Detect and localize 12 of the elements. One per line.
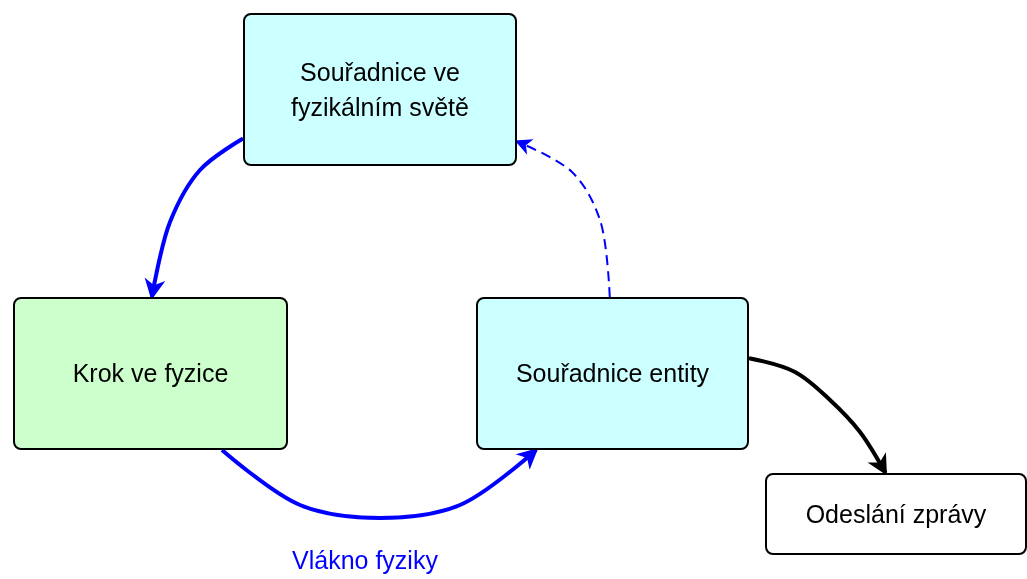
- box-label: Souřadnice entity: [515, 358, 710, 389]
- thread-label: Vlákno fyziky: [292, 546, 438, 575]
- process-box: [13, 297, 288, 450]
- box-label: Souřadnice ve fyzikálním světě: [290, 56, 470, 123]
- box-label: Krok ve fyzice: [72, 358, 229, 389]
- process-box: [243, 13, 517, 166]
- arrow: [748, 356, 888, 476]
- process-box: [476, 297, 749, 450]
- arrow: [144, 136, 245, 300]
- process-box: [765, 473, 1027, 555]
- box-label: Odeslání zprávy: [805, 498, 987, 530]
- arrow: [220, 448, 539, 520]
